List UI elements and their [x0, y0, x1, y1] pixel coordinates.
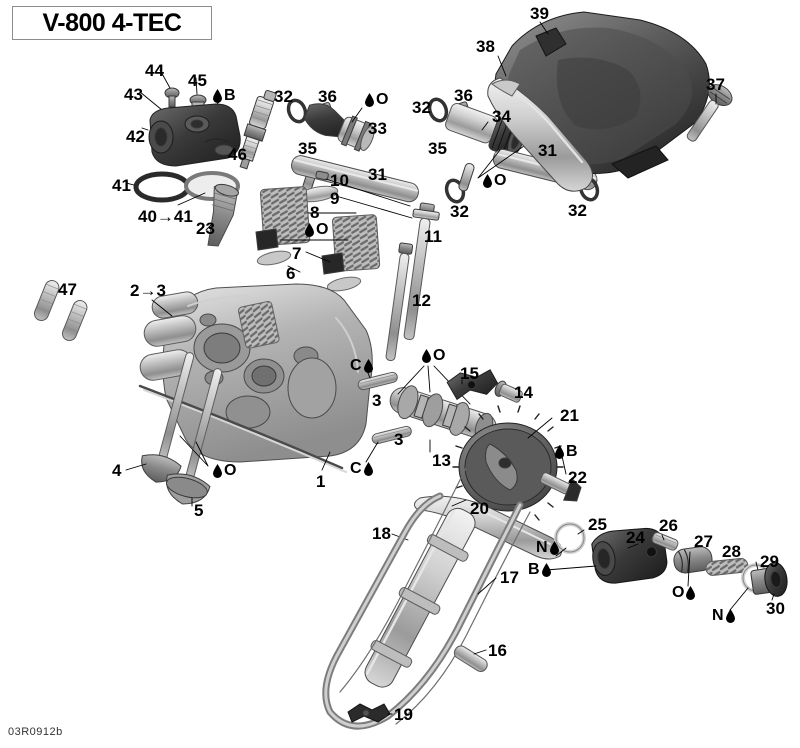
callout-42: 42 — [126, 127, 145, 146]
drop-icon — [549, 541, 560, 555]
callout-18: 18 — [372, 524, 391, 543]
fluid-code: C — [350, 357, 362, 374]
callout-29: 29 — [760, 552, 779, 571]
callout-6: 6 — [286, 264, 296, 283]
fluid-code: B — [566, 443, 578, 460]
fluid-marker-oil-n-2: N — [712, 608, 736, 624]
callout-16: 16 — [488, 641, 507, 660]
drop-icon — [541, 563, 552, 577]
fluid-code: B — [528, 561, 540, 578]
callout-30: 30 — [766, 599, 785, 618]
drawing-code: 03R0912b — [8, 726, 63, 738]
fluid-code: O — [376, 91, 389, 108]
drop-icon — [725, 609, 736, 623]
callout-11: 11 — [424, 227, 442, 246]
callout-32-b: 32 — [450, 202, 469, 221]
drop-icon — [363, 359, 374, 373]
drop-icon — [554, 445, 565, 459]
callout-9: 9 — [330, 189, 340, 208]
callout-43: 43 — [124, 85, 143, 104]
callout-10: 10 — [330, 171, 349, 190]
fluid-code: O — [433, 347, 446, 364]
drop-icon — [685, 586, 696, 600]
callout-4: 4 — [112, 461, 122, 480]
callout-37: 37 — [706, 75, 725, 94]
fluid-code: O — [672, 584, 685, 601]
callout-26: 26 — [659, 516, 678, 535]
drop-icon — [421, 349, 432, 363]
drop-icon — [482, 174, 493, 188]
drop-icon — [212, 464, 223, 478]
callout-47: 47 — [58, 280, 77, 299]
callout-21: 21 — [560, 406, 579, 425]
fluid-marker-oil-n-1: N — [536, 540, 560, 556]
callout-23: 23 — [196, 219, 215, 238]
callout-2-3: 2→3 — [130, 281, 166, 300]
fluid-marker-oil-6: O — [672, 585, 696, 601]
fluid-marker-threadlock-c-1: C — [350, 358, 374, 374]
callout-35-a: 35 — [298, 139, 317, 158]
drop-icon — [363, 462, 374, 476]
callout-34: 34 — [492, 107, 511, 126]
callout-38: 38 — [476, 37, 495, 56]
fluid-marker-oil-5: O — [421, 348, 445, 364]
callout-36-a: 36 — [318, 87, 337, 106]
callout-46: 46 — [228, 145, 247, 164]
fluid-code: N — [712, 607, 724, 624]
diagram-title-box: V-800 4-TEC — [12, 6, 212, 40]
fluid-marker-threadlock-c-2: C — [350, 461, 374, 477]
callout-22: 22 — [568, 468, 587, 487]
callout-36-b: 36 — [454, 86, 473, 105]
callout-1: 1 — [316, 472, 326, 491]
fluid-marker-grease-b-1: B — [212, 88, 236, 104]
callout-25: 25 — [588, 515, 607, 534]
callout-40-41: 40→41 — [138, 207, 193, 226]
callout-17: 17 — [500, 568, 519, 587]
fluid-marker-oil-3: O — [482, 173, 506, 189]
callout-8: 8 — [310, 203, 320, 222]
fluid-marker-grease-b-2: B — [554, 444, 578, 460]
page-title: V-800 4-TEC — [42, 8, 182, 37]
callout-20: 20 — [470, 499, 489, 518]
callout-44: 44 — [145, 61, 164, 80]
callout-12: 12 — [412, 291, 431, 310]
fluid-marker-oil-4: O — [212, 463, 236, 479]
callout-35-b: 35 — [428, 139, 447, 158]
callout-15: 15 — [460, 364, 479, 383]
fluid-code: N — [536, 539, 548, 556]
callout-32-a: 32 — [274, 87, 293, 106]
callout-41: 41 — [112, 176, 131, 195]
callout-45: 45 — [188, 71, 207, 90]
callout-31-a: 31 — [368, 165, 387, 184]
callout-24: 24 — [626, 528, 645, 547]
fluid-code: O — [494, 172, 507, 189]
fluid-code: B — [224, 87, 236, 104]
callout-32-c: 32 — [412, 98, 431, 117]
callout-13: 13 — [432, 451, 451, 470]
callout-28: 28 — [722, 542, 741, 561]
callout-27: 27 — [694, 532, 713, 551]
callout-39: 39 — [530, 4, 549, 23]
callout-19: 19 — [394, 705, 413, 724]
drop-icon — [212, 89, 223, 103]
callout-3-b: 3 — [394, 430, 404, 449]
fluid-code: O — [224, 462, 237, 479]
drop-icon — [304, 223, 315, 237]
callout-5: 5 — [194, 501, 204, 520]
callout-31-b: 31 — [538, 141, 557, 160]
fluid-marker-oil-2: O — [304, 222, 328, 238]
callout-7: 7 — [292, 244, 302, 263]
fluid-code: O — [316, 221, 329, 238]
callout-32-d: 32 — [568, 201, 587, 220]
fluid-marker-oil-1: O — [364, 92, 388, 108]
fluid-marker-grease-b-3: B — [528, 562, 552, 578]
callout-3-a: 3 — [372, 391, 382, 410]
callout-14: 14 — [514, 383, 533, 402]
fluid-code: C — [350, 460, 362, 477]
drop-icon — [364, 93, 375, 107]
callout-33: 33 — [368, 119, 387, 138]
